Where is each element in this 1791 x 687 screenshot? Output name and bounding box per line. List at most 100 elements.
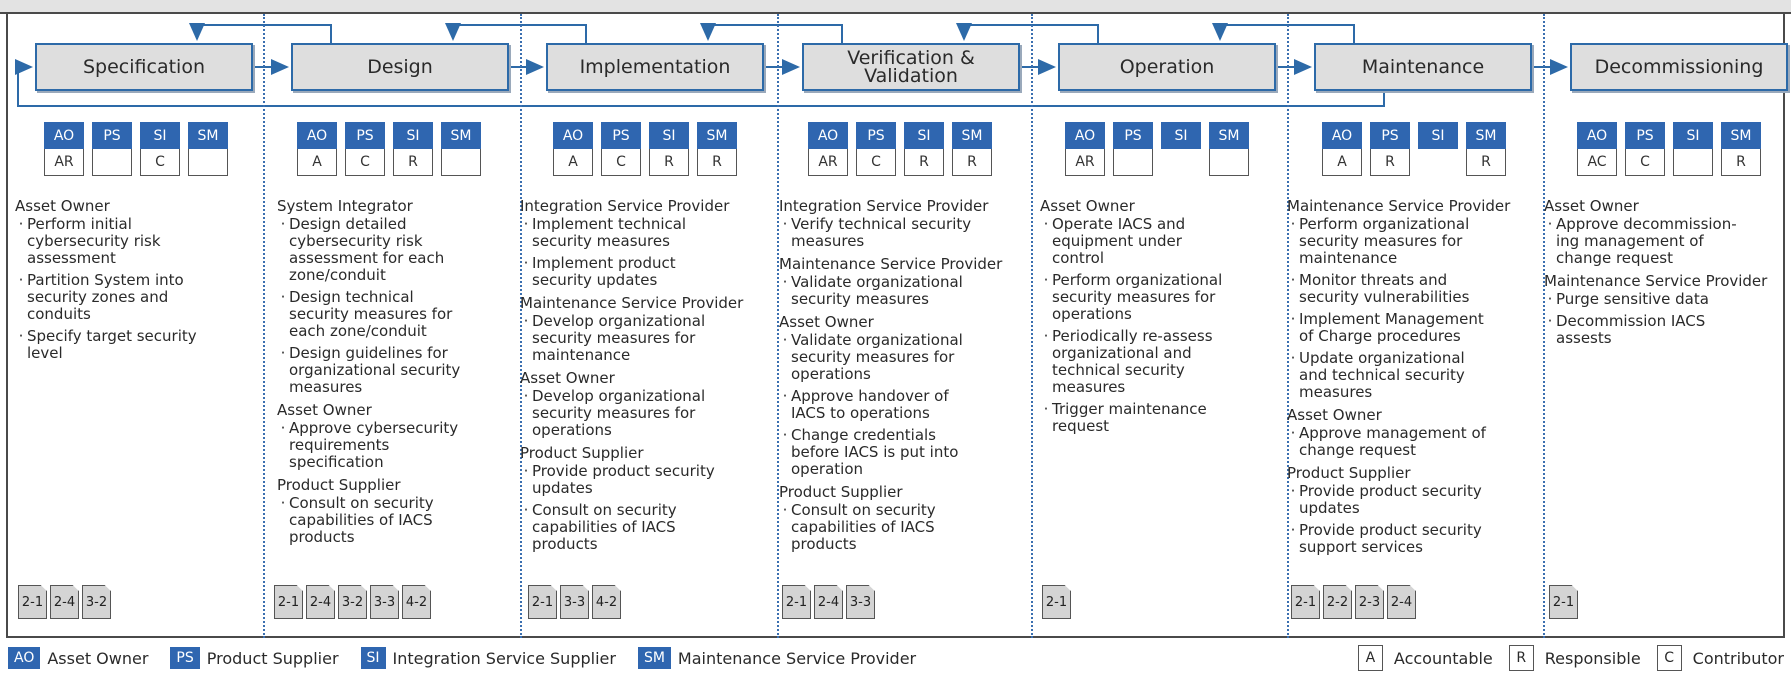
activity-text: Verify technical security measures <box>791 215 972 250</box>
legend-raci-code: C <box>1656 645 1682 671</box>
phase-box[interactable]: Specification <box>35 43 253 91</box>
phase-box[interactable]: Maintenance <box>1314 43 1532 91</box>
activity-text: Approve handover of IACS to operations <box>791 387 949 422</box>
role-code-badge: SM <box>1721 122 1761 149</box>
document-icon[interactable]: 2-4 <box>1387 585 1416 619</box>
document-icon[interactable]: 2-1 <box>1042 585 1071 619</box>
legend-raci-label: Responsible <box>1544 648 1641 668</box>
bullet-icon: · <box>1290 521 1296 539</box>
phase-box[interactable]: Operation <box>1058 43 1276 91</box>
activity-text: Design guidelines for organizational sec… <box>289 344 461 396</box>
responsible-party-label: Asset Owner <box>1040 197 1135 215</box>
phase-box[interactable]: Verification & Validation <box>802 43 1020 91</box>
document-icon[interactable]: 2-2 <box>1323 585 1352 619</box>
activity-item: ·Change credentials before IACS is put i… <box>779 427 1018 478</box>
document-icon[interactable]: 2-3 <box>1355 585 1384 619</box>
raci-value: R <box>697 149 737 176</box>
role-code-badge: AO <box>1577 122 1617 149</box>
responsible-party-group: Product Supplier·Consult on security cap… <box>779 484 1018 553</box>
responsible-party-group: Asset Owner·Approve cybersecurity requir… <box>277 402 516 471</box>
raci-value <box>1113 149 1153 176</box>
raci-value: R <box>1721 149 1761 176</box>
phase-box[interactable]: Decommissioning <box>1570 43 1788 91</box>
responsible-party-group: Maintenance Service Provider·Validate or… <box>779 256 1018 308</box>
document-icon[interactable]: 2-1 <box>1291 585 1320 619</box>
document-icon[interactable]: 3-3 <box>370 585 399 619</box>
responsible-party-label: Maintenance Service Provider <box>1287 197 1511 215</box>
role-code-badge: SI <box>904 122 944 149</box>
document-icon[interactable]: 3-3 <box>846 585 875 619</box>
bullet-icon: · <box>523 254 529 272</box>
document-icon[interactable]: 3-2 <box>82 585 111 619</box>
responsible-party-group: Asset Owner·Develop organizational secur… <box>520 370 759 439</box>
responsible-party-group: Asset Owner·Perform initial cybersecurit… <box>15 198 254 362</box>
legend-role-code: PS <box>170 647 200 669</box>
document-icon[interactable]: 2-1 <box>274 585 303 619</box>
document-icon[interactable]: 2-4 <box>50 585 79 619</box>
document-icon[interactable]: 2-1 <box>18 585 47 619</box>
activity-item: ·Develop organizational security measure… <box>520 313 759 364</box>
legend-role-label: Product Supplier <box>206 648 339 668</box>
role-code-badge: SM <box>188 122 228 149</box>
bullet-icon: · <box>1290 424 1296 442</box>
raci-value: A <box>297 149 337 176</box>
activity-column: Asset Owner·Operate IACS and equipment u… <box>1040 198 1279 441</box>
responsible-party-label: Product Supplier <box>520 444 644 462</box>
bullet-icon: · <box>1547 312 1553 330</box>
role-tile: SI <box>1673 122 1713 176</box>
bullet-icon: · <box>280 215 286 233</box>
activity-item: ·Design guidelines for organizational se… <box>277 345 516 396</box>
document-icon[interactable]: 2-4 <box>306 585 335 619</box>
activity-item: ·Approve management of change request <box>1287 425 1526 459</box>
responsible-party-group: Asset Owner·Approve management of change… <box>1287 407 1526 459</box>
document-references: 2-1 <box>1042 585 1071 619</box>
legend-raci-label: Accountable <box>1393 648 1493 668</box>
activity-text: Validate organizational security measure… <box>791 331 963 383</box>
raci-value <box>1209 149 1249 176</box>
bullet-icon: · <box>18 327 24 345</box>
responsible-party-group: System Integrator·Design detailed cybers… <box>277 198 516 396</box>
column-divider <box>1287 14 1289 638</box>
document-icon[interactable]: 3-3 <box>560 585 589 619</box>
document-icon[interactable]: 2-1 <box>528 585 557 619</box>
activity-item: ·Design detailed cybersecurity risk asse… <box>277 216 516 284</box>
bullet-icon: · <box>1290 349 1296 367</box>
role-code-badge: PS <box>345 122 385 149</box>
activity-item: ·Consult on security capabilities of IAC… <box>520 502 759 553</box>
activity-text: Trigger maintenance request <box>1052 400 1207 435</box>
raci-value: C <box>856 149 896 176</box>
responsible-party-label: Maintenance Service Provider <box>1544 272 1768 290</box>
role-code-badge: SI <box>1673 122 1713 149</box>
role-code-badge: SI <box>393 122 433 149</box>
phase-box[interactable]: Implementation <box>546 43 764 91</box>
responsible-party-label: Integration Service Provider <box>779 197 989 215</box>
document-icon[interactable]: 4-2 <box>402 585 431 619</box>
activity-text: Provide product security updates <box>1299 482 1482 517</box>
column-divider <box>1031 14 1033 638</box>
responsible-party-group: Product Supplier·Provide product securit… <box>520 445 759 553</box>
activity-text: Design detailed cybersecurity risk asses… <box>289 215 445 284</box>
role-code-badge: AO <box>1065 122 1105 149</box>
legend-role-label: Asset Owner <box>47 648 149 668</box>
column-divider <box>777 14 779 638</box>
document-icon[interactable]: 2-1 <box>782 585 811 619</box>
document-icon[interactable]: 2-4 <box>814 585 843 619</box>
document-icon[interactable]: 3-2 <box>338 585 367 619</box>
document-icon[interactable]: 4-2 <box>592 585 621 619</box>
role-code-badge: PS <box>1113 122 1153 149</box>
document-icon[interactable]: 2-1 <box>1549 585 1578 619</box>
activity-text: Provide product security support service… <box>1299 521 1482 556</box>
activity-item: ·Validate organizational security measur… <box>779 332 1018 383</box>
phase-box[interactable]: Design <box>291 43 509 91</box>
